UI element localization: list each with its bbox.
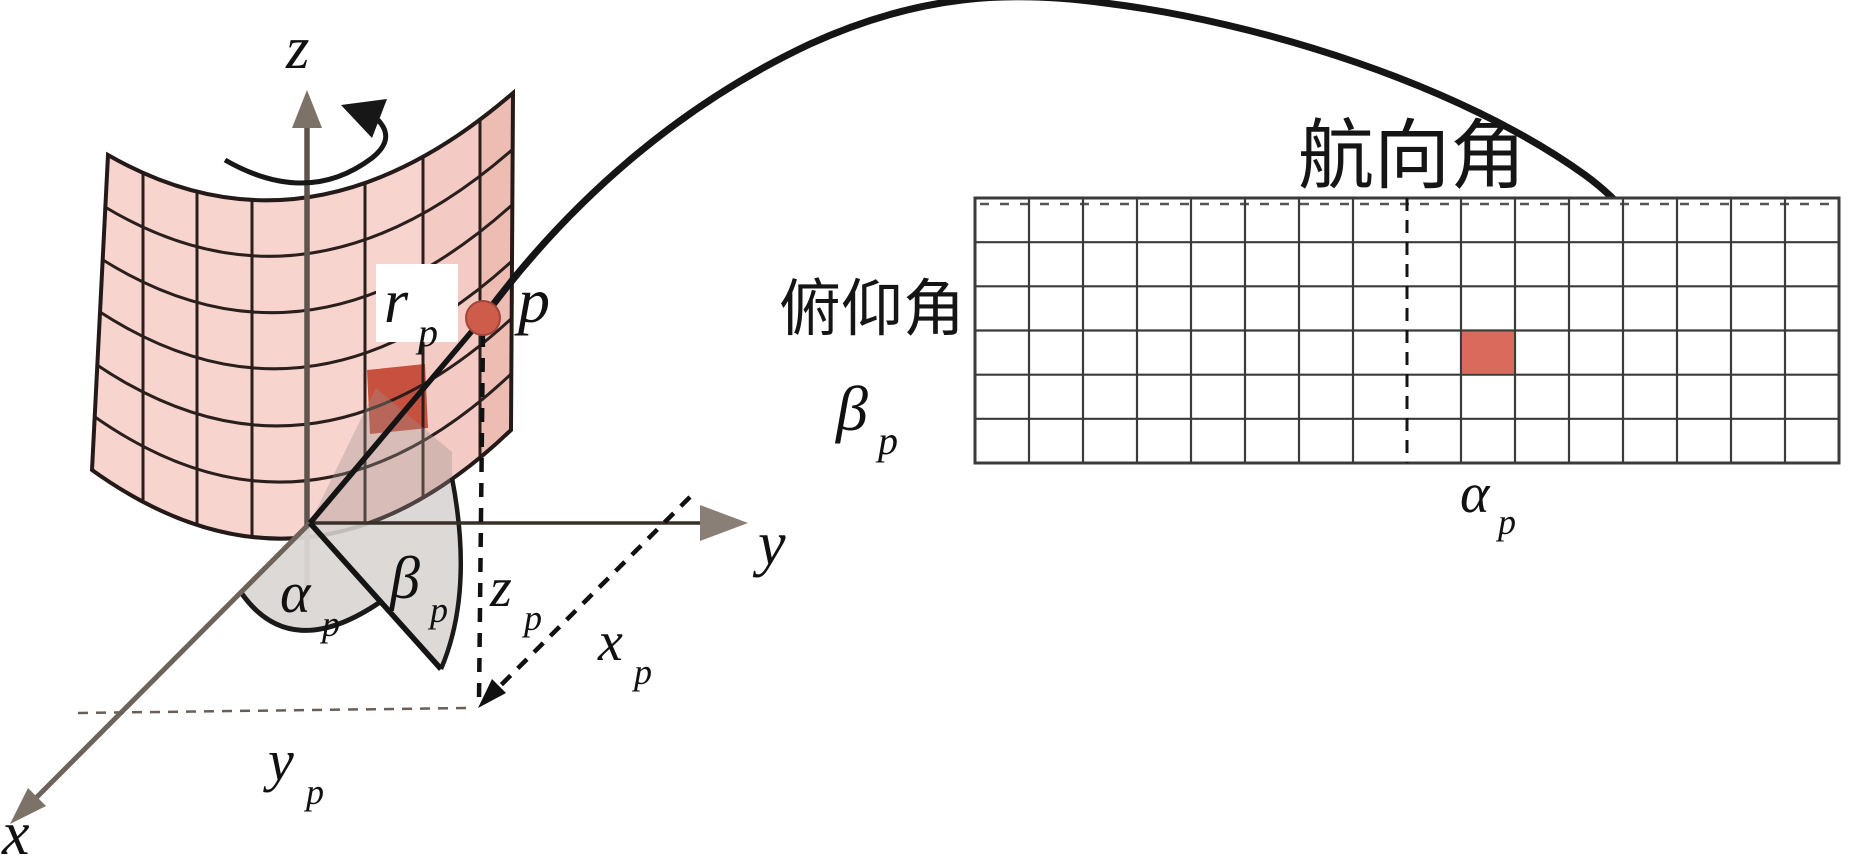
- heading-symbol-sub: p: [1495, 502, 1516, 542]
- z-axis-arrowhead: [292, 90, 322, 128]
- xp-label-main: x: [597, 611, 623, 673]
- alpha-fan: [237, 523, 385, 633]
- x-axis-label: x: [1, 800, 30, 862]
- cylinder-outline: [89, 88, 516, 541]
- yp-dashed-line: [77, 706, 471, 715]
- z-axis-label: z: [285, 15, 309, 81]
- zp-label-sub: p: [521, 598, 542, 638]
- angle-grid: [973, 196, 1841, 465]
- beta-label-main: β: [389, 545, 420, 611]
- radius-label-main: r: [384, 268, 409, 336]
- heading-symbol-main: α: [1460, 463, 1491, 525]
- z-axis: [292, 90, 322, 600]
- beta-label-sub: p: [427, 590, 448, 630]
- y-axis-label: y: [752, 510, 786, 578]
- x-axis: [10, 521, 312, 824]
- beta-fan: [310, 477, 464, 670]
- pitch-symbol-sub: p: [875, 418, 898, 463]
- pitch-angle-label: 俯仰角: [779, 276, 965, 344]
- heading-angle-title: 航向角: [1298, 115, 1526, 199]
- point-p-label: p: [514, 265, 550, 336]
- beta-fan-overlay: [310, 388, 452, 523]
- angle-grid-highlight-cell: [1462, 331, 1514, 374]
- projection-ray: [307, 521, 444, 671]
- yp-label-sub: p: [303, 772, 324, 812]
- xp-arrowhead: [478, 679, 506, 708]
- alpha-label-sub: p: [319, 604, 340, 644]
- alpha-label-main: α: [280, 560, 312, 625]
- cylinder-shade-2: [480, 93, 513, 539]
- xp-dashed-line: [478, 495, 692, 708]
- rotation-arrowhead: [341, 99, 387, 138]
- radius-label-sub: p: [415, 310, 438, 355]
- y-axis: [308, 505, 748, 541]
- yp-label-main: y: [263, 728, 294, 793]
- xp-label-sub: p: [631, 652, 652, 692]
- x-axis-arrowhead: [10, 788, 46, 824]
- zp-label-main: z: [489, 557, 512, 619]
- y-axis-arrowhead: [700, 505, 748, 541]
- pitch-symbol-main: β: [834, 373, 868, 444]
- radius-label-bg: [376, 264, 458, 342]
- zp-dashed-line: [476, 332, 486, 701]
- point-p-dot: [465, 300, 501, 336]
- rotation-arrow: [223, 99, 389, 186]
- radius-ray: [307, 316, 486, 525]
